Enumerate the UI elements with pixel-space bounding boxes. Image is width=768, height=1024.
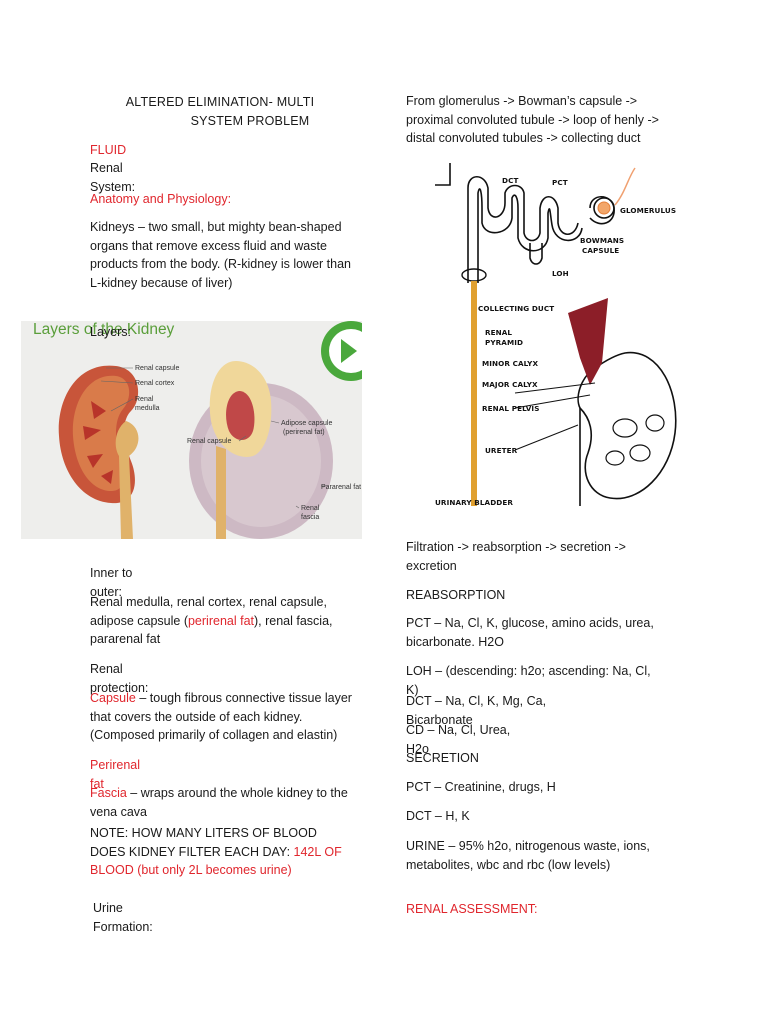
reabsorption-cd: CD – Na, Cl, Urea, H2o <box>406 723 511 756</box>
urine-composition: URINE – 95% h2o, nitrogenous waste, ions… <box>406 839 650 872</box>
collecting-duct-line <box>471 281 477 506</box>
label-adipose-capsule-1: Adipose capsule <box>281 420 332 427</box>
document-title: ALTERED ELIMINATION- MULTI SYSTEM PROBLE… <box>95 93 345 130</box>
perirenal-fat-term: Perirenal fat <box>90 758 141 791</box>
layers-label: Layers: <box>90 325 131 339</box>
reabsorption-pct: PCT – Na, Cl, K, glucose, amino acids, u… <box>406 616 654 649</box>
label-collecting-duct: COLLECTING DUCT <box>478 304 554 313</box>
fascia-paragraph: Fascia – wraps around the whole kidney t… <box>90 784 355 821</box>
label-renal-pyramid-2: PYRAMID <box>485 338 523 347</box>
label-renal-fascia-1: Renal <box>301 505 320 512</box>
title-line-1: ALTERED ELIMINATION- MULTI <box>125 95 315 109</box>
renal-pyramid-graphic <box>568 298 608 385</box>
figure-title: Layers of the Kidney <box>33 321 175 338</box>
label-bowmans-1: BOWMANS <box>580 236 624 245</box>
note-question: NOTE: HOW MANY LITERS OF BLOOD DOES KIDN… <box>90 826 317 859</box>
kidney-layers-figure: Layers of the Kidney Renal capsule Renal… <box>21 321 362 539</box>
label-ureter: URETER <box>485 446 518 455</box>
label-glomerulus: GLOMERULUS <box>620 206 676 215</box>
nephron-drawing-figure: DCT PCT GLOMERULUS BOWMANS CAPSULE LOH C… <box>430 163 680 506</box>
label-renal-medulla-2: medulla <box>135 405 160 412</box>
layers-list-part-2: ), renal fascia, pararenal fat <box>90 613 333 647</box>
anatomy-heading: Anatomy and Physiology: <box>90 192 232 206</box>
label-dct: DCT <box>502 176 518 185</box>
label-major-calyx: MAJOR CALYX <box>482 380 538 389</box>
label-renal-pelvis: RENAL PELVIS <box>482 404 539 413</box>
renal-system-label: Renal System: <box>90 161 136 194</box>
reabsorption-heading: REABSORPTION <box>406 588 506 602</box>
label-renal-pyramid-1: RENAL <box>485 328 512 337</box>
nephron-illustration: DCT PCT GLOMERULUS BOWMANS CAPSULE LOH C… <box>435 163 677 506</box>
fascia-definition: – wraps around the whole kidney to the v… <box>90 786 348 819</box>
label-renal-fascia-2: fascia <box>301 514 319 521</box>
capsule-definition: – tough fibrous connective tissue layer … <box>90 691 352 742</box>
note-answer: 142L OF BLOOD (but only 2L becomes urine… <box>90 844 342 878</box>
inner-to-outer-label: Inner to outer: <box>90 566 133 599</box>
label-renal-capsule-2: Renal capsule <box>187 438 231 445</box>
urine-formation-label: Urine Formation: <box>93 901 153 934</box>
perirenal-fat-highlight: perirenal fat <box>187 613 254 628</box>
label-adipose-capsule-2: (perirenal fat) <box>283 429 325 436</box>
label-bowmans-2: CAPSULE <box>582 246 619 255</box>
reabsorption-loh: LOH – (descending: h2o; ascending: Na, C… <box>406 664 651 697</box>
layers-list-part-1: Renal medulla, renal cortex, renal capsu… <box>90 595 327 628</box>
fascia-term: Fascia <box>90 786 127 800</box>
reabsorption-dct: DCT – Na, Cl, K, Mg, Ca, Bicarbonate <box>406 694 547 727</box>
layers-list: Renal medulla, renal cortex, renal capsu… <box>90 593 355 649</box>
note-paragraph: NOTE: HOW MANY LITERS OF BLOOD DOES KIDN… <box>90 824 355 880</box>
fluid-heading: FLUID <box>90 143 127 157</box>
glomerulus-graphic <box>597 201 611 215</box>
kidney-layers-illustration: Renal capsule Renal cortex Renal medulla… <box>58 321 362 539</box>
label-urinary-bladder: URINARY BLADDER <box>435 498 513 506</box>
nephron-pathway: From glomerulus -> Bowman’s capsule -> p… <box>406 94 659 145</box>
secretion-dct: DCT – H, K <box>406 809 470 823</box>
kidneys-paragraph: Kidneys – two small, but mighty bean-sha… <box>90 220 351 290</box>
label-loh: LOH <box>552 269 569 278</box>
process-sequence: Filtration -> reabsorption -> secretion … <box>406 540 626 573</box>
renal-protection-label: Renal protection: <box>90 662 149 695</box>
capsule-paragraph: Capsule – tough fibrous connective tissu… <box>90 689 355 745</box>
capsule-term: Capsule <box>90 691 136 705</box>
label-renal-cortex: Renal cortex <box>135 380 175 387</box>
ureter-graphic <box>115 421 139 539</box>
label-pct: PCT <box>552 178 568 187</box>
label-minor-calyx: MINOR CALYX <box>482 359 538 368</box>
label-renal-medulla-1: Renal <box>135 396 154 403</box>
label-pararenal-fat: Pararenal fat <box>321 484 361 491</box>
renal-assessment-heading: RENAL ASSESSMENT: <box>406 902 538 916</box>
secretion-heading: SECRETION <box>406 751 479 765</box>
secretion-pct: PCT – Creatinine, drugs, H <box>406 780 556 794</box>
label-renal-capsule: Renal capsule <box>135 365 179 372</box>
title-line-2: SYSTEM PROBLEM <box>190 113 310 128</box>
